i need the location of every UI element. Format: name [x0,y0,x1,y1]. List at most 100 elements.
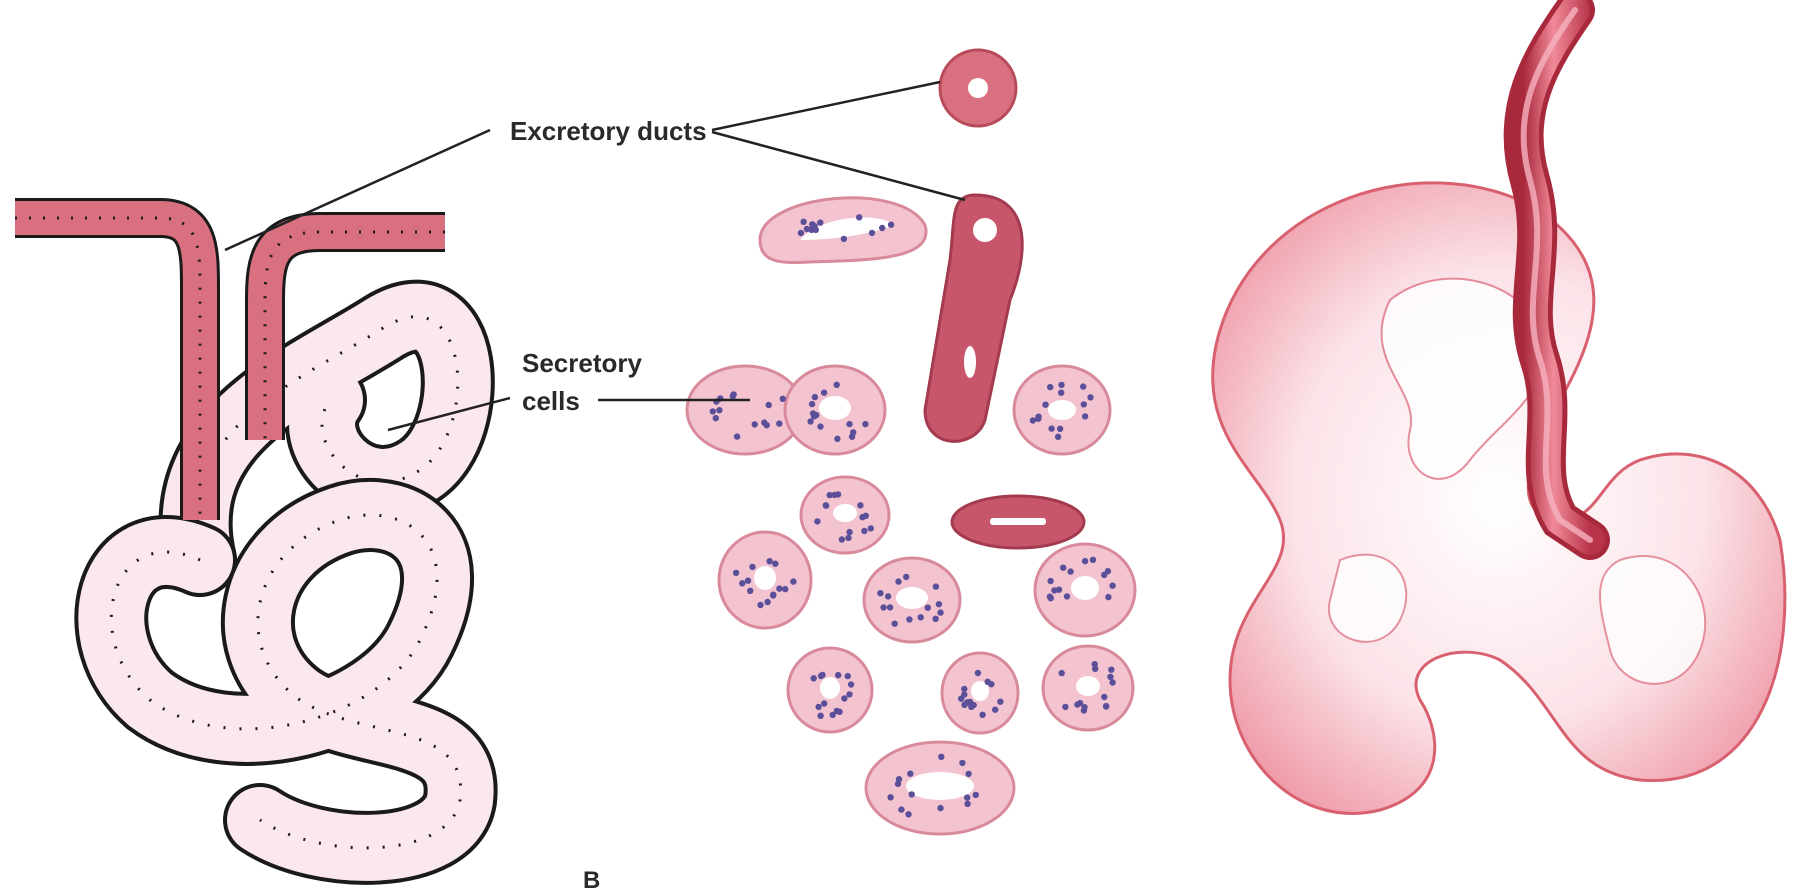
nucleus-dot [813,412,819,418]
secretory-coil [111,317,460,848]
nucleus-dot [772,561,778,567]
nucleus-dot [1059,670,1065,676]
nucleus-dot [836,709,842,715]
nucleus-dot [885,593,891,599]
nucleus-dot [906,616,912,622]
nucleus-dot [961,686,967,692]
nucleus-dot [964,801,970,807]
nucleus-dot [1101,694,1107,700]
nucleus-dot [965,771,971,777]
nucleus-dot [1087,394,1093,400]
nucleus-dot [850,429,856,435]
nucleus-dot [804,226,810,232]
nucleus-dot [710,408,716,414]
duct-section-oval [952,496,1084,548]
nucleus-dot [834,382,840,388]
nucleus-dot [888,222,894,228]
nucleus-dot [819,672,825,678]
nucleus-dot [905,811,911,817]
secretory-section [942,653,1018,733]
label-secretory-line1: Secretory [522,348,642,378]
nucleus-dot [817,219,823,225]
secretory-section [1043,646,1133,730]
nucleus-dot [1105,568,1111,574]
nucleus-dot [846,421,852,427]
nucleus-dot [1109,679,1115,685]
secretory-section [719,532,811,628]
nucleus-dot [846,529,852,535]
nucleus-dot [1074,701,1080,707]
nucleus-dot [835,491,841,497]
nucleus-dot [879,225,885,231]
nucleus-dot [809,401,815,407]
nucleus-dot [861,528,867,534]
duct-section-top [940,50,1016,126]
nucleus-dot [782,586,788,592]
nucleus-dot [811,675,817,681]
nucleus-dot [918,614,924,620]
nucleus-dot [845,535,851,541]
nucleus-dot [1047,384,1053,390]
nucleus-dot [1090,557,1096,563]
nucleus-dot [869,230,875,236]
nucleus-dot [1055,434,1061,440]
nucleus-dot [895,781,901,787]
nucleus-dot [776,420,782,426]
nucleus-dot [776,585,782,591]
nucleus-dot [877,590,883,596]
nucleus-dot [895,578,901,584]
nucleus-dot [1103,703,1109,709]
nucleus-dot [817,423,823,429]
nucleus-dot [856,214,862,220]
nucleus-dot [1107,674,1113,680]
nucleus-dot [835,672,841,678]
nucleus-dot [937,805,943,811]
nucleus-dot [734,433,740,439]
gland-3d-rendering [1213,10,1785,813]
nucleus-dot [1047,578,1053,584]
nucleus-dot [857,502,863,508]
nucleus-dot [979,712,985,718]
nucleus-dot [841,695,847,701]
nucleus-dot [1042,402,1048,408]
nucleus-dot [937,609,943,615]
nucleus-dot [1067,568,1073,574]
coiled-tubule-drawing [15,218,461,848]
nucleus-dot [903,574,909,580]
nucleus-dot [821,390,827,396]
nucleus-dot [862,421,868,427]
nucleus-dot [766,402,772,408]
nucleus-dot [812,394,818,400]
nucleus-dot [839,536,845,542]
label-excretory-ducts: Excretory ducts [510,116,707,146]
nucleus-dot [733,570,739,576]
nucleus-dot [817,713,823,719]
nucleus-dot [975,670,981,676]
nucleus-dot [841,236,847,242]
nucleus-dot [936,601,942,607]
nucleus-dot [716,407,722,413]
nucleus-dot [749,564,755,570]
nucleus-dot [757,602,763,608]
nucleus-dot [747,588,753,594]
nucleus-dot [992,707,998,713]
nucleus-dot [887,604,893,610]
nucleus-dot [845,673,851,679]
nucleus-dot [1080,383,1086,389]
nucleus-dot [780,396,786,402]
nucleus-dot [1057,426,1063,432]
nucleus-dot [1105,594,1111,600]
nucleus-dot [766,558,772,564]
nucleus-dot [925,605,931,611]
nucleus-dot [731,391,737,397]
nucleus-dot [846,691,852,697]
secretory-section [1035,544,1135,636]
nucleus-dot [1058,382,1064,388]
secretory-section-crescent [760,198,926,263]
nucleus-dot [1081,401,1087,407]
secretory-section [864,558,960,642]
label-secretory-line2: cells [522,386,580,416]
nucleus-dot [892,621,898,627]
nucleus-dot [1064,593,1070,599]
nucleus-dot [807,418,813,424]
